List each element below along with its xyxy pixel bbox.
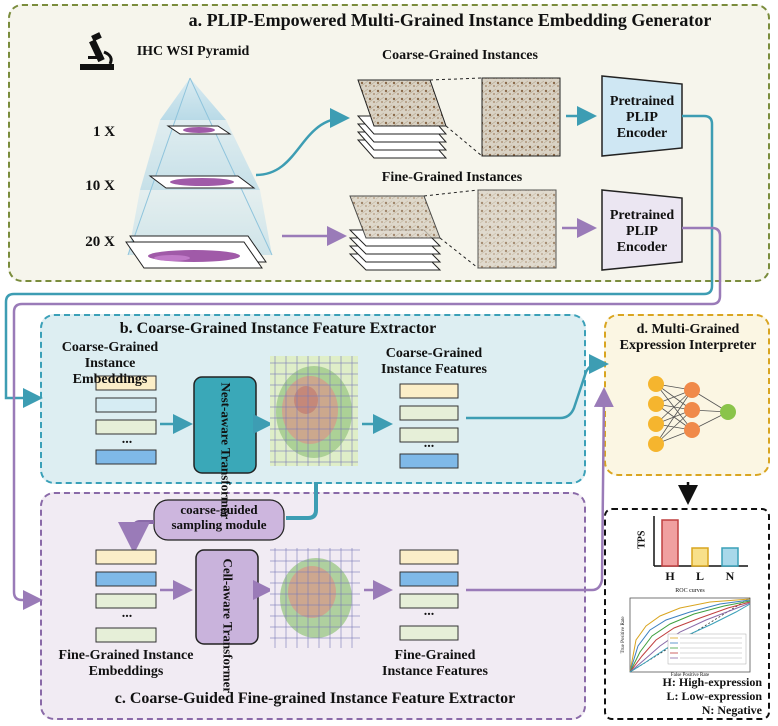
wsi-pyramid [125,77,273,269]
fine-embedding-path [12,226,722,610]
fine-features-ellipsis: ... [423,604,435,619]
pyramid-label: IHC WSI Pyramid [136,44,250,59]
cat-h: H [665,569,675,583]
bar-n [721,547,739,567]
fine-features [399,549,459,641]
cat-n: N [725,569,735,583]
coarse-instance-stack [356,77,561,159]
fine-embeddings-ellipsis: ... [121,606,133,621]
neural-network [648,376,736,452]
coarse-features-label: Coarse-Grained Instance Features [381,346,487,378]
roc-title: ROC curves [675,588,705,594]
sampling-module-label: coarse-guided sampling module [171,502,267,532]
fine-encoder-label: Pretrained PLIP Encoder [609,208,675,256]
bar-h [661,519,679,567]
cell-aware-transformer-label: Cell-aware Transformer [220,558,236,694]
panel-c-title: c. Coarse-Guided Fine-grained Instance F… [114,690,516,707]
coarse-encoder-label: Pretrained PLIP Encoder [609,94,675,142]
fine-embeddings [95,549,157,643]
cat-l: L [695,569,704,583]
mag-10x: 10 X [85,178,115,194]
roc-ylabel: True Positive Rate [621,616,627,654]
fine-instance-stack [348,189,557,271]
coarse-instances-label: Coarse-Grained Instances [382,48,538,63]
fine-heatmap [270,548,360,648]
coarse-embedding-path [4,114,714,408]
legend-low: L: Low-expression [666,689,762,703]
tps-axis-label: TPS [636,530,648,549]
fine-instances-label: Fine-Grained Instances [381,170,523,185]
panel-d-title: d. Multi-Grained Expression Interpreter [619,322,757,354]
fine-features-label: Fine-Grained Instance Features [382,648,488,680]
microscope-icon [80,32,114,70]
panel-a-title: a. PLIP-Empowered Multi-Grained Instance… [188,10,712,30]
fine-plip-encoder [601,189,683,271]
fine-embeddings-label: Fine-Grained Instance Embeddings [58,648,194,680]
coarse-plip-encoder [601,75,683,157]
panel-b-title: b. Coarse-Grained Instance Feature Extra… [119,320,437,337]
coarse-features-ellipsis: ... [423,436,435,451]
mag-1x: 1 X [92,124,116,140]
roc-curves [629,597,751,673]
coarse-heatmap [270,356,358,466]
roc-xlabel: False Positive Rate [670,673,710,678]
coarse-arrow [255,108,350,177]
tps-bar-chart [653,516,748,567]
coarse-embeddings-label: Coarse-Grained Instance Embeddings [61,340,159,388]
coarse-embeddings-ellipsis: ... [121,432,133,447]
bar-l [691,547,709,567]
coarse-embeddings [95,375,157,465]
mag-20x: 20 X [85,234,115,250]
legend-negative: N: Negative [701,703,762,717]
coarse-features [399,383,459,469]
legend-high: H: High-expression [662,675,762,689]
nest-aware-transformer-label: Nest-aware Transformer [218,382,234,520]
